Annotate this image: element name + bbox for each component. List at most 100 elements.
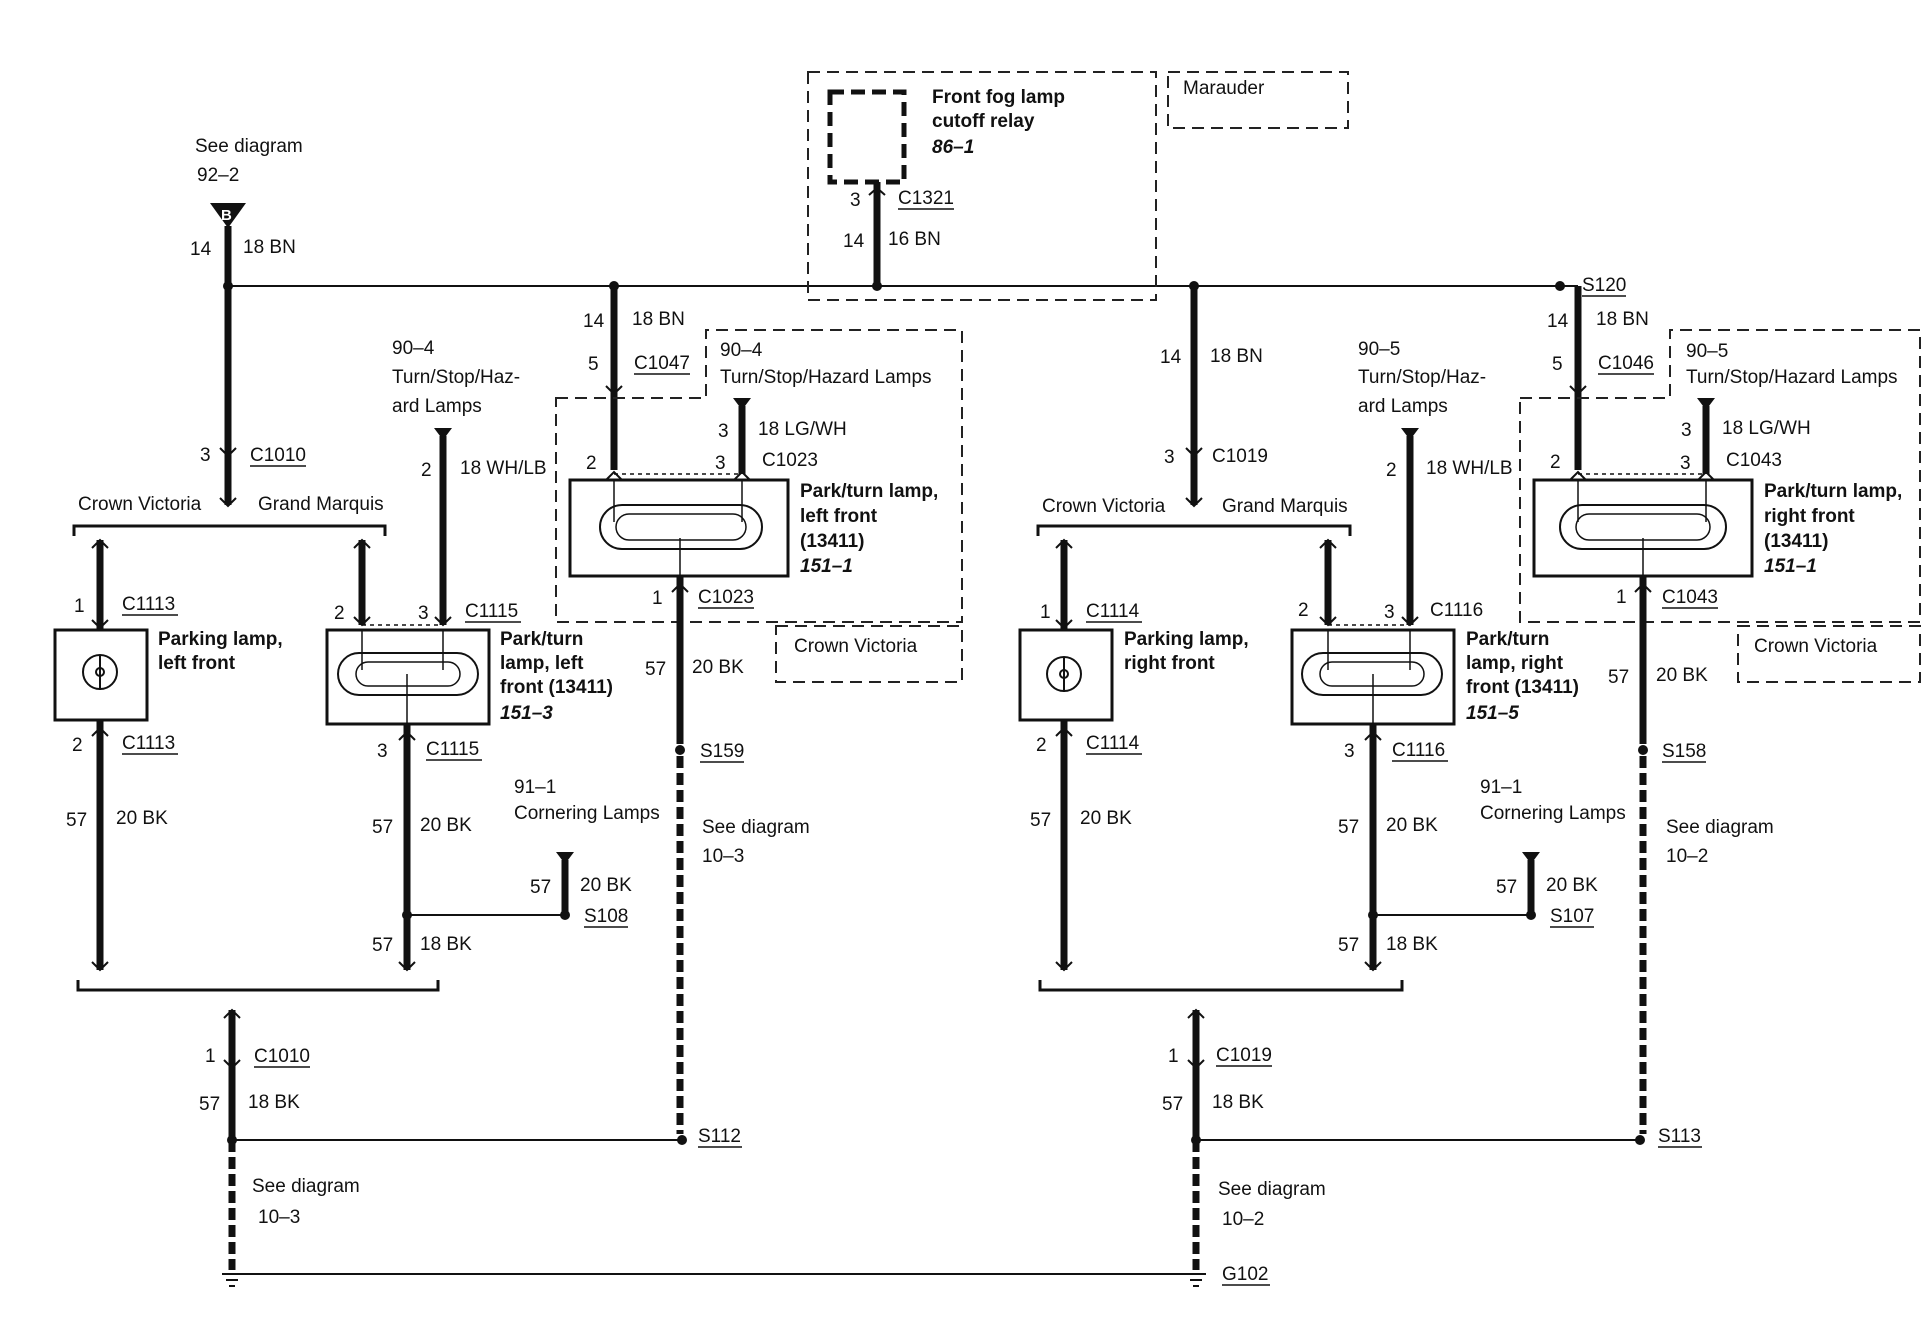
wire-number: 57 xyxy=(1496,877,1517,898)
cornering-ref: 91–1 xyxy=(514,777,556,798)
turn-ref: 90–5 xyxy=(1358,339,1400,360)
connector-chevron-icon xyxy=(219,447,237,458)
wire-color: 18 LG/WH xyxy=(758,419,847,440)
park-turn-left-cv-label-3: (13411) xyxy=(800,531,864,552)
park-turn-right-cv-ref: 151–1 xyxy=(1764,556,1817,577)
wire-color: 20 BK xyxy=(580,875,632,896)
park-turn-right-cv-label-2: right front xyxy=(1764,506,1855,527)
turn-label-1: Turn/Stop/Haz- xyxy=(1358,367,1486,388)
c1010-bot-pin: 1 xyxy=(205,1046,216,1067)
connector-c1113-bot: C1113 xyxy=(122,733,175,754)
wire-number: 57 xyxy=(1608,667,1629,688)
wire-number: 57 xyxy=(645,659,666,680)
ground-icon-left xyxy=(222,1273,242,1287)
wire-color: 18 BK xyxy=(420,934,472,955)
option-bracket xyxy=(1038,980,1404,992)
park-turn-left-ref: 151–3 xyxy=(500,703,553,724)
cornering-label: Cornering Lamps xyxy=(514,803,660,824)
wire-number: 14 xyxy=(1160,347,1182,368)
pin-2: 2 xyxy=(586,453,597,474)
wire-pin: 3 xyxy=(718,421,729,442)
wire-color: 20 BK xyxy=(1386,815,1438,836)
c1019-bot-pin: 1 xyxy=(1168,1046,1179,1067)
wire-number: 57 xyxy=(199,1094,220,1115)
cornering-label: Cornering Lamps xyxy=(1480,803,1626,824)
wire-color: 20 BK xyxy=(1546,875,1598,896)
bot-pin: 1 xyxy=(652,588,663,609)
turn-label-2: ard Lamps xyxy=(1358,396,1448,417)
splice-s158: S158 xyxy=(1662,741,1706,762)
connector-c1010-bot: C1010 xyxy=(254,1046,310,1067)
parking-lamp-right-label-1: Parking lamp, xyxy=(1124,629,1249,650)
parking-pin-bot: 2 xyxy=(72,735,83,756)
turn-ref: 90–5 xyxy=(1686,341,1728,362)
wire-number: 57 xyxy=(1030,810,1051,831)
connector-c1114-top: C1114 xyxy=(1086,601,1140,622)
ground-icon-right xyxy=(1186,1273,1206,1287)
relay-label-1: Front fog lamp xyxy=(932,87,1065,108)
wire-color: 18 BK xyxy=(1212,1092,1264,1113)
cornering-arrow-icon xyxy=(556,852,574,864)
park-turn-pin-a: 2 xyxy=(1298,600,1309,621)
grand-marquis-label: Grand Marquis xyxy=(258,494,384,515)
fog-relay-option-box xyxy=(807,71,1157,301)
marauder-label: Marauder xyxy=(1183,78,1265,99)
option-bracket xyxy=(76,980,440,992)
c1046-pin: 5 xyxy=(1552,354,1563,375)
park-turn-pin-b: 3 xyxy=(418,603,429,624)
grand-marquis-label: Grand Marquis xyxy=(1222,496,1348,517)
turn-label-2: ard Lamps xyxy=(392,396,482,417)
turn-pin: 2 xyxy=(421,460,432,481)
wire-pin: 3 xyxy=(1681,420,1692,441)
park-turn-left-label-3: front (13411) xyxy=(500,677,613,698)
wire-color: 16 BN xyxy=(888,229,941,250)
connector-c1010: C1010 xyxy=(250,445,306,466)
wire-color: 18 LG/WH xyxy=(1722,418,1811,439)
wire-number: 57 xyxy=(372,935,393,956)
junction-dot xyxy=(872,281,882,291)
park-turn-left-cv-label-1: Park/turn lamp, xyxy=(800,481,938,502)
park-turn-left-cv-ref: 151–1 xyxy=(800,556,853,577)
connector-c1043-bot: C1043 xyxy=(1662,587,1718,608)
splice-s108: S108 xyxy=(584,906,628,927)
splice-s120: S120 xyxy=(1582,275,1626,296)
wire-color: 20 BK xyxy=(1656,665,1708,686)
connector-c1019: C1019 xyxy=(1212,446,1268,467)
turn-ref: 90–4 xyxy=(720,340,763,361)
park-turn-pin-a: 2 xyxy=(334,603,345,624)
connector-c1114-bot: C1114 xyxy=(1086,733,1140,754)
crown-victoria-label: Crown Victoria xyxy=(78,494,202,515)
connector-c1115-top: C1115 xyxy=(465,601,518,622)
ground-g102: G102 xyxy=(1222,1264,1268,1285)
turn-wire: 18 WH/LB xyxy=(1426,458,1513,479)
connector-c1047: C1047 xyxy=(634,353,690,374)
c1047-pin: 5 xyxy=(588,354,599,375)
turn-arrow-icon xyxy=(1401,428,1419,440)
turn-wire: 18 WH/LB xyxy=(460,458,547,479)
wire-number: 57 xyxy=(1338,817,1359,838)
park-turn-right-ref: 151–5 xyxy=(1466,703,1519,724)
wire-number: 14 xyxy=(843,231,865,252)
crown-victoria-option-box-2 xyxy=(775,625,963,683)
parking-lamp-left-label-1: Parking lamp, xyxy=(158,629,283,650)
wire-number: 57 xyxy=(1338,935,1359,956)
turn-label: Turn/Stop/Hazard Lamps xyxy=(720,367,932,388)
relay-pin: 3 xyxy=(850,190,861,211)
connector-b-letter: B xyxy=(221,207,232,224)
wire-number: 57 xyxy=(372,817,393,838)
see-diagram-ref: 10–3 xyxy=(702,846,744,867)
park-turn-pin-bot: 3 xyxy=(1344,741,1355,762)
connector-c1115-bot: C1115 xyxy=(426,739,479,760)
turn-arrow-icon xyxy=(1697,398,1715,410)
connector-c1116-bot: C1116 xyxy=(1392,740,1445,761)
park-turn-pin-b: 3 xyxy=(1384,602,1395,623)
turn-arrow-icon xyxy=(733,398,751,410)
turn-label: Turn/Stop/Hazard Lamps xyxy=(1686,367,1898,388)
wire-color: 18 BN xyxy=(1596,309,1649,330)
turn-arrow-icon xyxy=(434,428,452,440)
relay-label-2: cutoff relay xyxy=(932,111,1035,132)
marauder-option-box xyxy=(1167,71,1349,129)
park-turn-right-label-3: front (13411) xyxy=(1466,677,1579,698)
connector-b-icon xyxy=(210,203,246,228)
